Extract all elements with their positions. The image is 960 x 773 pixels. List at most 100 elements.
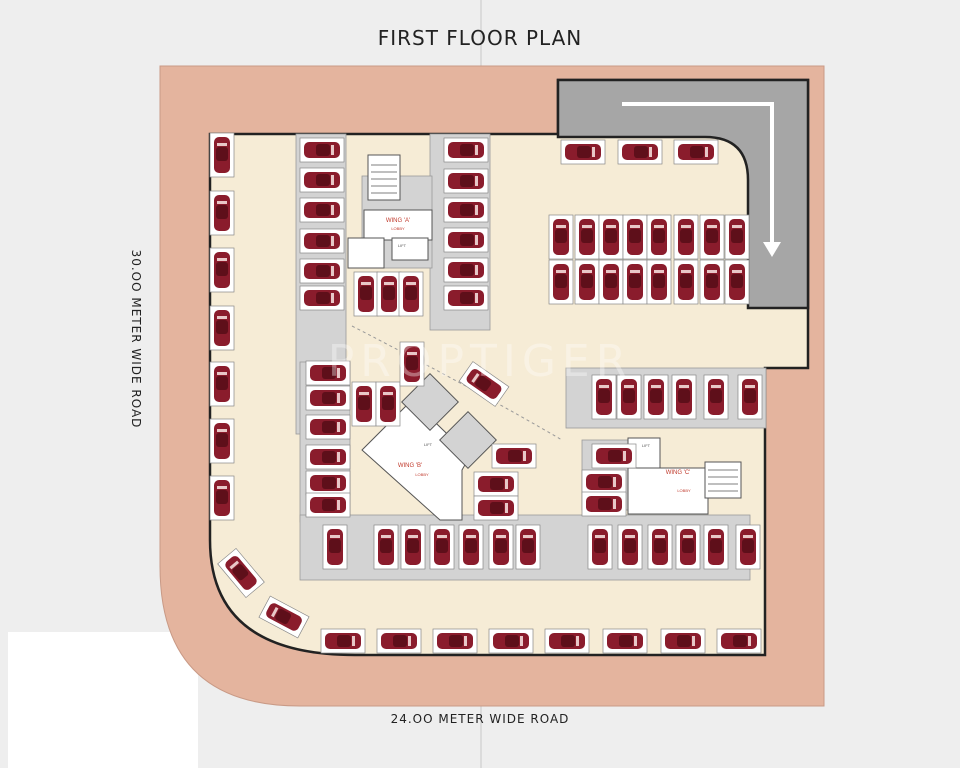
parked-car-icon [432,628,478,654]
parked-car-icon [305,492,351,518]
parked-car-icon [351,381,377,427]
page-title: FIRST FLOOR PLAN [377,26,583,50]
parked-car-icon [209,475,235,521]
parked-car-icon [548,214,574,260]
parked-car-icon [602,628,648,654]
wing-a-label: WING 'A' [386,218,410,224]
parked-car-icon [673,139,719,165]
parked-car-icon [209,190,235,236]
parked-car-icon [491,443,537,469]
wing-b-lobby-label: LOBBY [415,472,429,477]
wing-c-lobby-label: LOBBY [677,488,691,493]
parked-car-icon [399,341,425,387]
parked-car-icon [373,524,399,570]
parked-car-icon [353,271,379,317]
parked-car-icon [458,524,484,570]
parked-car-icon [724,259,750,305]
parked-car-icon [574,214,600,260]
bottom-road-label: 24.OO METER WIDE ROAD [390,712,570,726]
parked-car-icon [429,524,455,570]
parked-car-icon [473,471,519,497]
parked-car-icon [443,227,489,253]
parked-car-icon [258,595,310,639]
parked-car-icon [591,443,637,469]
parked-cars [209,132,763,654]
parked-car-icon [299,167,345,193]
parked-car-icon [299,228,345,254]
parked-car-icon [735,524,761,570]
parked-car-icon [443,168,489,194]
wing-b: WING 'B' LOBBY LIFT [361,373,497,521]
parked-car-icon [675,524,701,570]
parked-car-icon [737,374,763,420]
parked-car-icon [699,214,725,260]
wing-b-label: WING 'B' [398,463,422,469]
parked-car-icon [643,374,669,420]
left-road-text: 30.OO METER WIDE ROAD [129,249,143,429]
parked-car-icon [598,214,624,260]
parked-car-icon [591,374,617,420]
parked-car-icon [443,285,489,311]
parked-car-icon [699,259,725,305]
parked-car-icon [299,137,345,163]
parked-car-icon [305,444,351,470]
parked-car-icon [646,259,672,305]
vacant-plot [8,632,198,768]
wing-c: WING 'C' LOBBY LIFT [627,437,742,515]
parked-car-icon [209,247,235,293]
wing-c-label: WING 'C' [666,470,691,476]
ramp-arrow-icon [622,102,774,244]
parked-car-icon [299,258,345,284]
parked-car-icon [488,524,514,570]
parked-car-icon [574,259,600,305]
parked-car-icon [488,628,534,654]
parked-car-icon [622,259,648,305]
parked-car-icon [598,259,624,305]
parked-car-icon [376,628,422,654]
parked-car-icon [673,259,699,305]
parked-car-icon [458,361,510,407]
parked-car-icon [581,469,627,495]
wing-b-lift-label: LIFT [424,442,433,447]
parked-car-icon [660,628,706,654]
parked-car-icon [305,470,351,496]
parked-car-icon [375,381,401,427]
parked-car-icon [581,491,627,517]
parked-car-icon [548,259,574,305]
parked-car-icon [515,524,541,570]
parked-car-icon [443,137,489,163]
parked-car-icon [299,197,345,223]
parked-car-icon [622,214,648,260]
parked-car-icon [209,305,235,351]
parked-car-icon [443,197,489,223]
parked-car-icon [217,547,265,599]
parked-car-icon [673,214,699,260]
parked-car-icon [209,132,235,178]
parked-car-icon [376,271,402,317]
parked-car-icon [443,257,489,283]
wing-c-lift-label: LIFT [642,443,651,448]
parked-car-icon [473,495,519,521]
wing-a-lift-label: LIFT [398,243,407,248]
wing-a-lobby-label: LOBBY [391,226,405,231]
parked-car-icon [703,374,729,420]
parked-car-icon [616,374,642,420]
parked-car-icon [322,524,348,570]
parked-car-icon [671,374,697,420]
parked-car-icon [209,418,235,464]
parked-car-icon [587,524,613,570]
ramp [556,78,810,310]
parked-car-icon [398,271,424,317]
parked-car-icon [544,628,590,654]
parked-car-icon [320,628,366,654]
parked-car-icon [299,285,345,311]
parked-car-icon [647,524,673,570]
parked-car-icon [560,139,606,165]
parked-car-icon [305,360,351,386]
parked-car-icon [617,524,643,570]
parked-car-icon [209,361,235,407]
parked-car-icon [703,524,729,570]
wing-a: WING 'A' LOBBY LIFT [347,154,433,269]
